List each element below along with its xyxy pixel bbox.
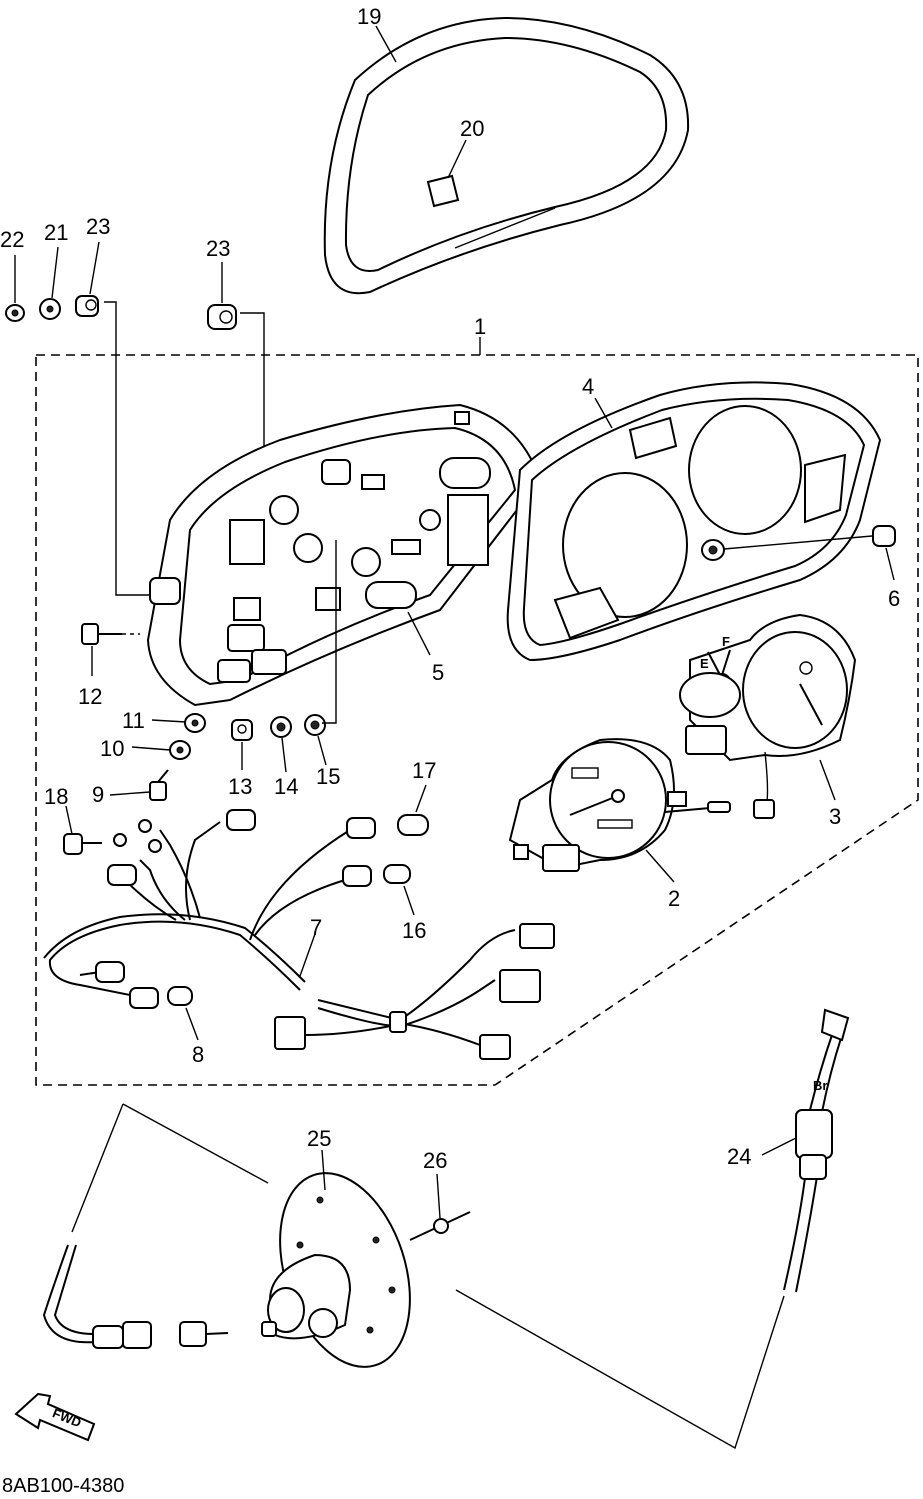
leader-10 xyxy=(131,746,171,751)
leader-3 xyxy=(819,759,836,801)
lens-clip xyxy=(426,174,460,208)
callout-5: 5 xyxy=(432,660,444,685)
grommet-panel xyxy=(701,539,725,561)
meter-panel xyxy=(506,381,882,662)
callout-9: 9 xyxy=(92,782,104,807)
grommet-23a xyxy=(75,295,99,317)
tacho-mark-f: F xyxy=(722,634,730,649)
bulb-17 xyxy=(397,814,429,836)
callout-23a: 23 xyxy=(86,214,110,239)
callout-12: 12 xyxy=(78,684,102,709)
callout-11: 11 xyxy=(122,708,145,733)
callout-23b: 23 xyxy=(206,236,230,261)
callout-7: 7 xyxy=(310,915,322,940)
leader-24 xyxy=(761,1137,797,1156)
nut-22 xyxy=(5,304,25,322)
meter-lens-cover xyxy=(323,16,690,295)
wire-harness xyxy=(43,809,555,1060)
screw-9 xyxy=(149,769,169,801)
callout-15: 15 xyxy=(316,764,340,789)
callout-20: 20 xyxy=(460,116,484,141)
leader-6 xyxy=(885,547,895,581)
drawing-code: 8AB100-4380 xyxy=(2,1475,124,1497)
leader-17 xyxy=(415,784,427,813)
callout-14: 14 xyxy=(274,774,298,799)
callout-3: 3 xyxy=(829,804,841,829)
guide-lower-left xyxy=(122,1103,269,1184)
nut-15 xyxy=(304,714,326,736)
tacho-mark-e: E xyxy=(700,656,709,671)
callout-25: 25 xyxy=(307,1126,331,1151)
leader-5 xyxy=(407,611,431,656)
leader-25 xyxy=(321,1149,326,1191)
guide-23a xyxy=(104,301,150,596)
leader-18 xyxy=(65,805,73,835)
leader-19 xyxy=(375,25,397,63)
callout-21: 21 xyxy=(44,220,68,245)
cable-mark: Br xyxy=(813,1078,827,1093)
callout-10: 10 xyxy=(100,736,124,761)
guide-cable-left xyxy=(71,1103,124,1233)
bulb-socket-6 xyxy=(872,525,896,547)
leader-15 xyxy=(317,735,327,766)
leader-26 xyxy=(436,1173,441,1219)
callout-24: 24 xyxy=(727,1144,751,1169)
callout-4: 4 xyxy=(582,374,594,399)
callout-6: 6 xyxy=(888,586,900,611)
callout-26: 26 xyxy=(423,1148,447,1173)
callout-2: 2 xyxy=(668,886,680,911)
leader-4 xyxy=(594,397,613,429)
bulb-8 xyxy=(167,986,193,1006)
washer-21 xyxy=(39,298,61,320)
callout-1: 1 xyxy=(474,314,486,339)
guide-15 xyxy=(322,540,337,724)
callout-13: 13 xyxy=(228,774,252,799)
leader-21 xyxy=(51,246,59,299)
callout-18: 18 xyxy=(44,784,68,809)
assembly-boundary xyxy=(35,354,919,1086)
drive-pin-26 xyxy=(409,1211,471,1241)
screw-12 xyxy=(81,623,140,645)
speedometer-cable xyxy=(783,1008,850,1293)
leader-7 xyxy=(299,933,316,977)
guide-23b xyxy=(240,312,265,470)
callout-17: 17 xyxy=(412,758,436,783)
leader-14 xyxy=(281,737,287,773)
callout-22: 22 xyxy=(0,227,24,252)
callout-16: 16 xyxy=(402,918,426,943)
callout-8: 8 xyxy=(192,1042,204,1067)
guide-6 xyxy=(723,535,873,550)
leader-20 xyxy=(447,139,467,179)
meter-gear-flange xyxy=(261,1172,411,1368)
grommet-13 xyxy=(231,719,253,741)
leader-2 xyxy=(645,849,675,883)
leader-16 xyxy=(403,885,415,916)
lower-cable xyxy=(42,1244,229,1349)
leader-11 xyxy=(151,719,187,723)
grommet-23b xyxy=(207,304,237,330)
washer-11 xyxy=(184,713,206,733)
callout-19: 19 xyxy=(357,4,381,29)
meter-case xyxy=(146,403,542,707)
guide-lower-right xyxy=(455,1289,785,1450)
leader-23a xyxy=(89,241,100,295)
forward-arrow-icon: FWD xyxy=(14,1392,96,1442)
washer-10 xyxy=(169,740,191,760)
screw-18 xyxy=(63,833,102,855)
bulb-16 xyxy=(383,864,411,884)
tachometer xyxy=(679,613,857,819)
leader-8 xyxy=(185,1007,199,1041)
leader-9 xyxy=(109,791,151,796)
collar-14 xyxy=(270,716,292,738)
speedometer xyxy=(508,738,731,872)
